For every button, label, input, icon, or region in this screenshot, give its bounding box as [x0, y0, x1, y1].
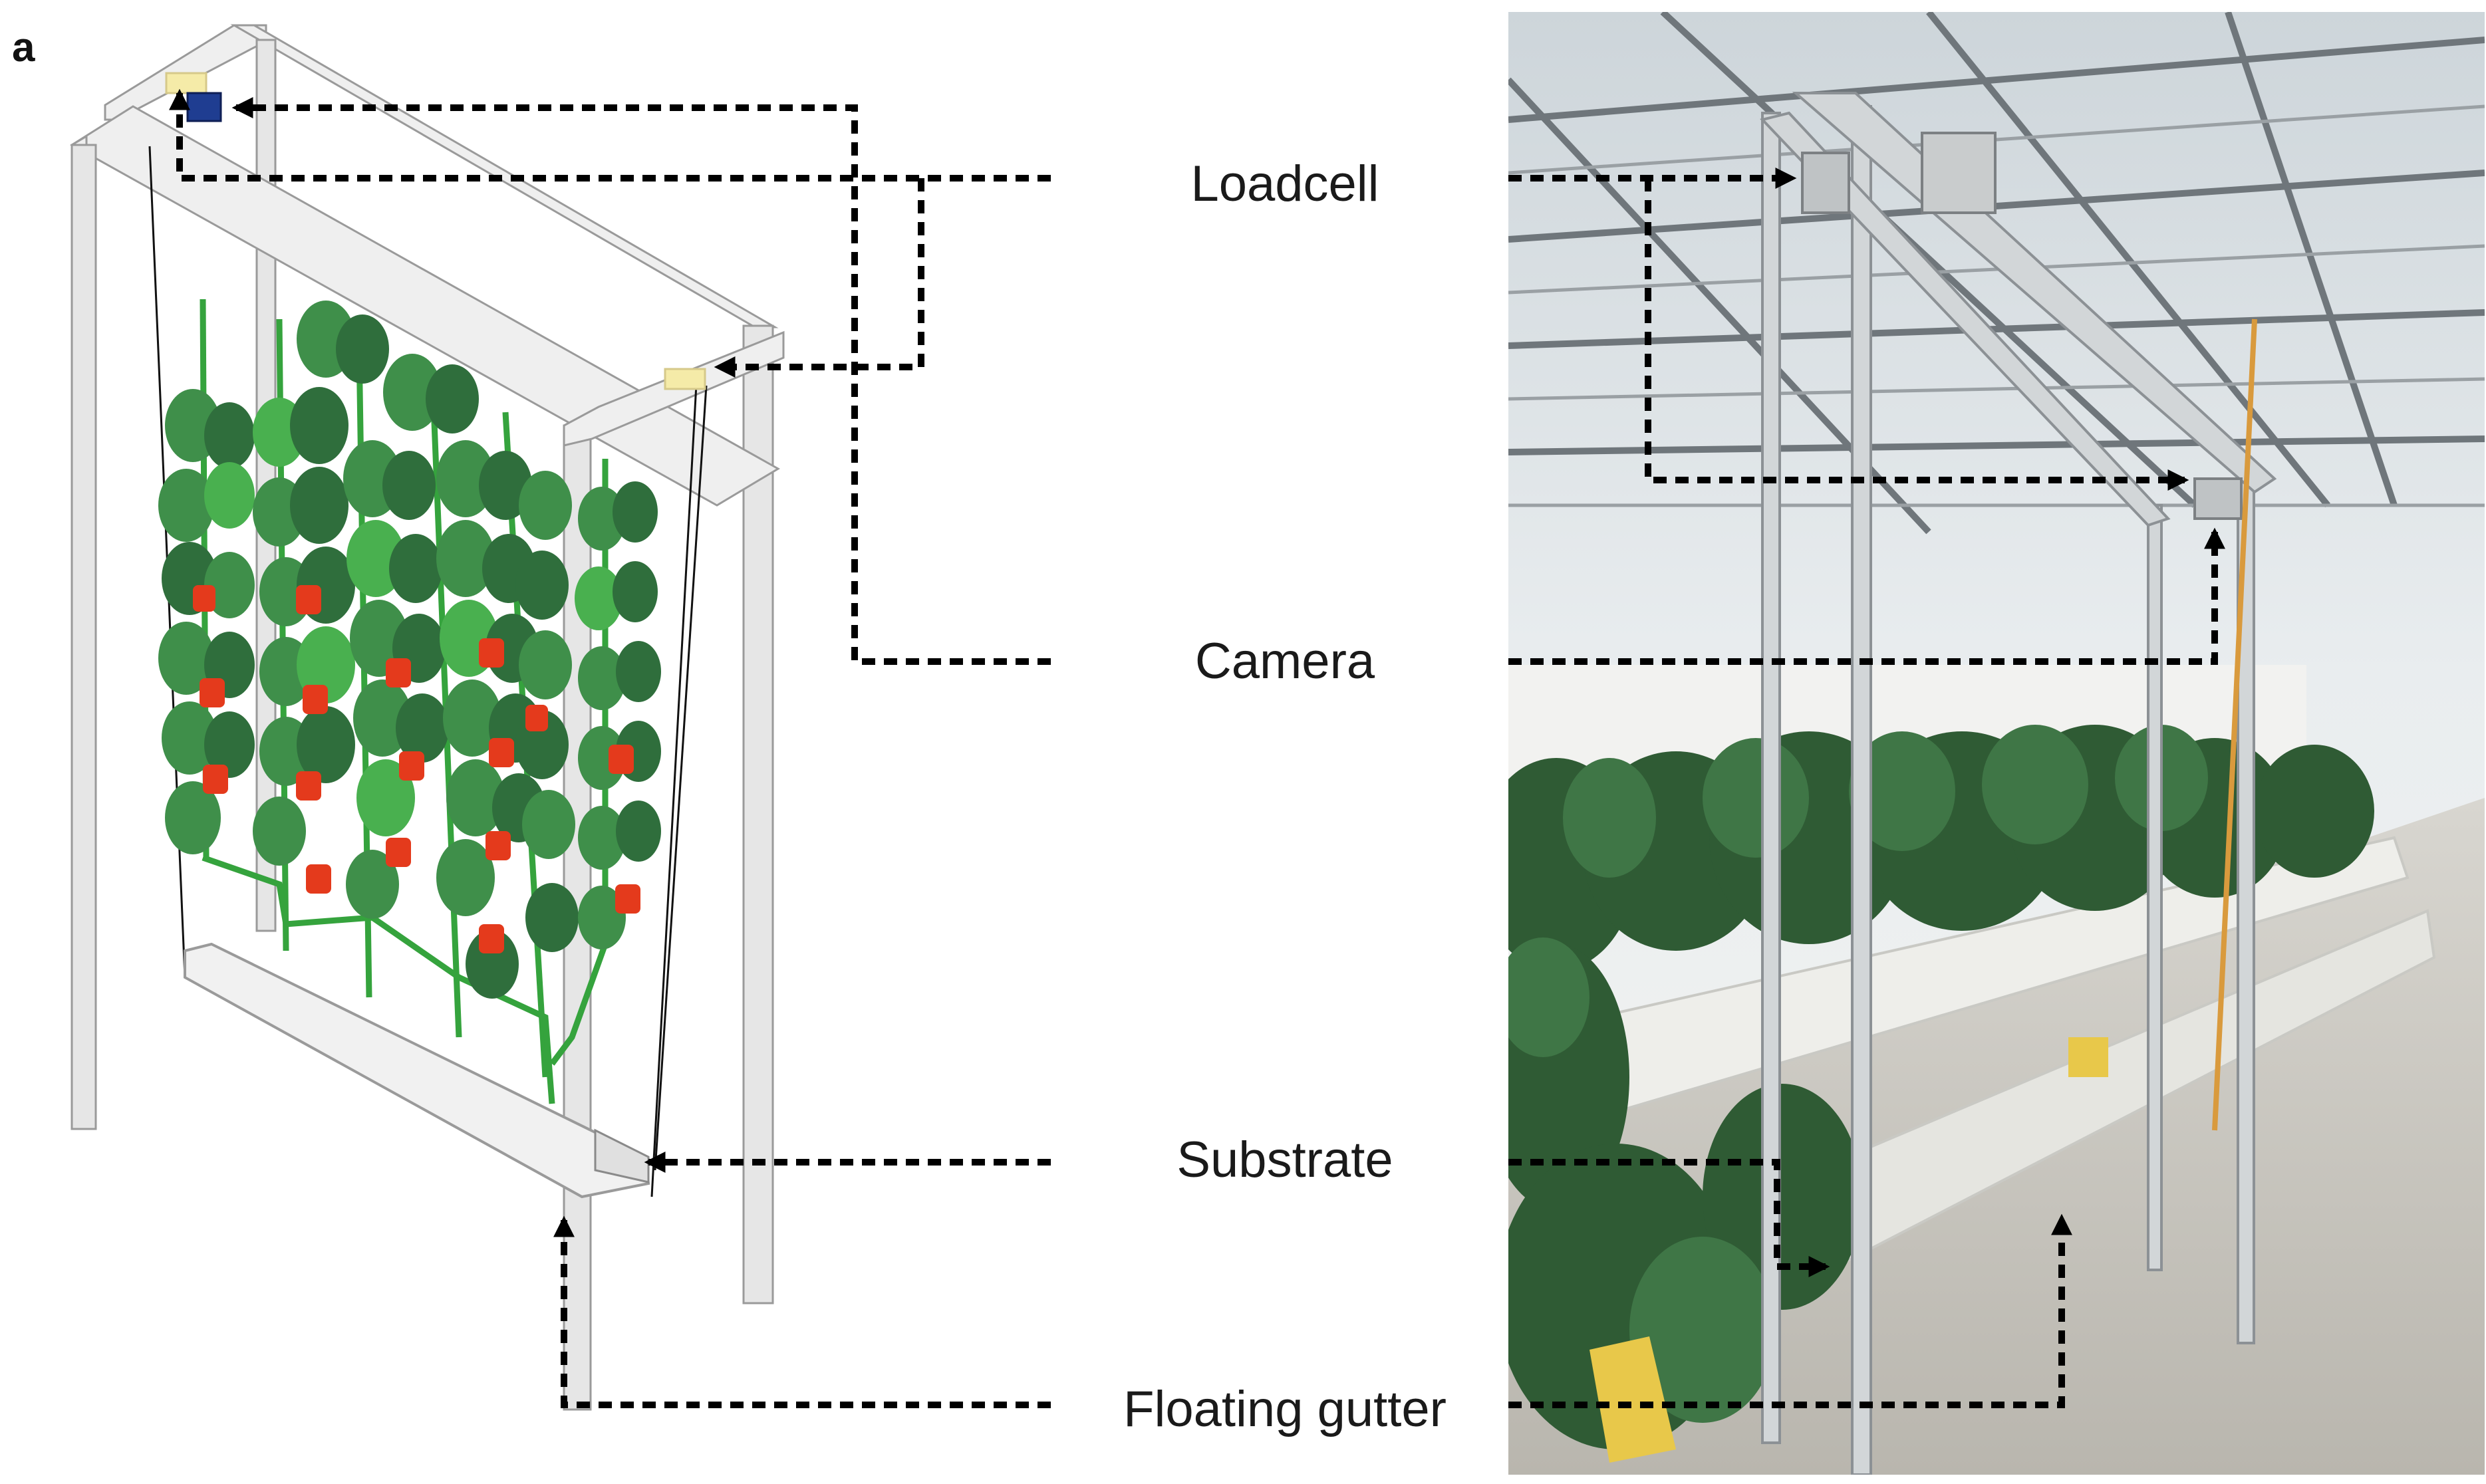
schematic-illustration — [70, 24, 785, 1411]
loadcell-block-front — [664, 368, 706, 390]
camera-block — [186, 92, 222, 122]
label-floating-gutter: Floating gutter — [1123, 1381, 1447, 1437]
substrate-block — [594, 1128, 650, 1183]
leader-lines-panel-b — [1508, 167, 2226, 1408]
loadcell-block-top — [165, 72, 207, 94]
label-substrate: Substrate — [1176, 1132, 1393, 1188]
floating-gutter-shape — [184, 942, 650, 1199]
label-loadcell: Loadcell — [1190, 156, 1379, 212]
leader-lines-panel-a — [168, 88, 1051, 1408]
greenhouse-photo — [1508, 12, 2485, 1475]
plant-leaves — [158, 301, 661, 999]
panel-letter-a: a — [12, 25, 35, 70]
label-camera: Camera — [1195, 633, 1375, 689]
pepper-fruits — [193, 585, 640, 953]
